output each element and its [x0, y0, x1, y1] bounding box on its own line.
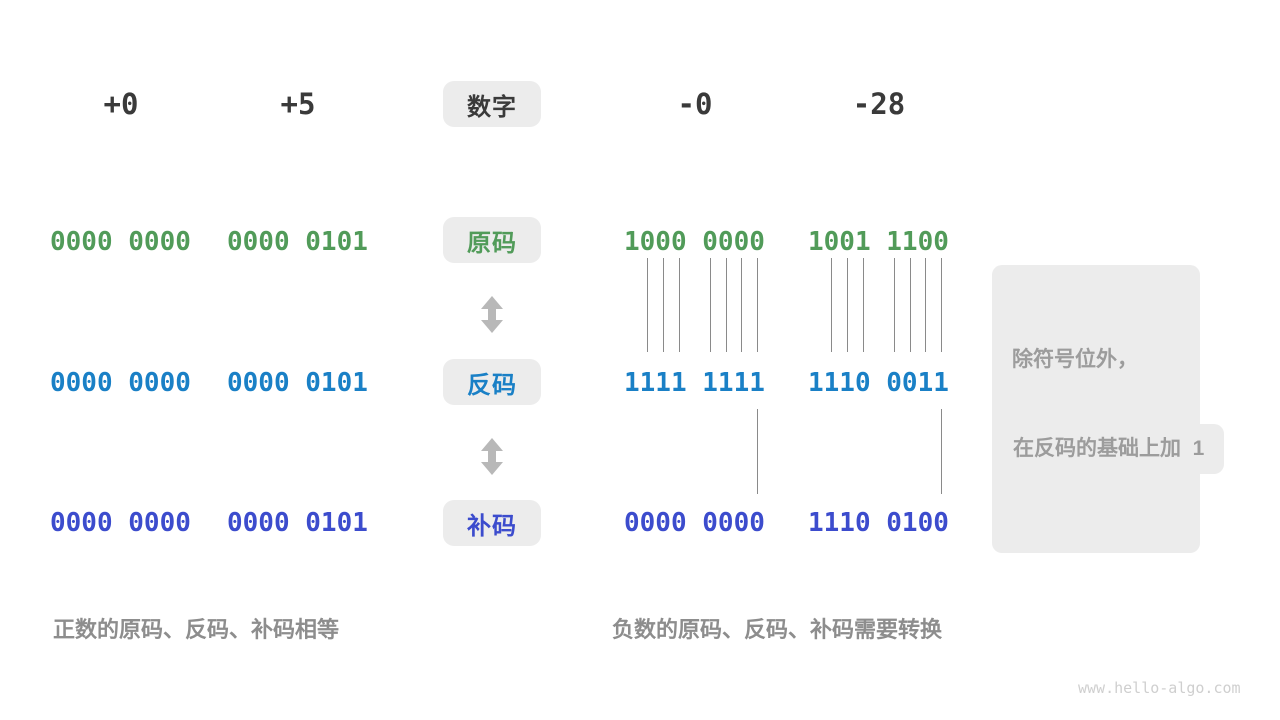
number-label-neg-zero: -0 [677, 87, 713, 121]
ones-binary-pos-zero: 0000 0000 [50, 368, 191, 398]
bit-line [725, 258, 727, 352]
badge-ones-complement: 反码 [443, 359, 541, 405]
bit-line [741, 258, 743, 352]
twos-binary-pos-zero: 0000 0000 [50, 508, 191, 538]
badge-twos-complement: 补码 [443, 500, 541, 546]
bit-line [710, 258, 712, 352]
sign-binary-neg-28: 1001 1100 [808, 227, 949, 257]
ones-binary-pos-five: 0000 0101 [227, 368, 368, 398]
badge-number: 数字 [443, 81, 541, 127]
bit-line [663, 258, 665, 352]
bit-line [647, 258, 649, 352]
twos-binary-neg-28: 1110 0100 [808, 508, 949, 538]
bit-line [757, 409, 759, 494]
add-one-line-neg-28 [808, 409, 950, 494]
bit-line [909, 258, 911, 352]
ones-binary-neg-zero: 1111 1111 [624, 368, 765, 398]
sign-binary-neg-zero: 1000 0000 [624, 227, 765, 257]
bit-line [925, 258, 927, 352]
arrow-head-up [481, 438, 503, 451]
sign-binary-pos-zero: 0000 0000 [50, 227, 191, 257]
arrow-head-down [481, 462, 503, 475]
twos-binary-neg-zero: 0000 0000 [624, 508, 765, 538]
bit-line [862, 258, 864, 352]
number-label-pos-zero: +0 [103, 87, 139, 121]
number-label-pos-five: +5 [280, 87, 316, 121]
bit-line [941, 409, 943, 494]
arrow-head-up [481, 296, 503, 309]
arrow-head-down [481, 320, 503, 333]
arrow-shaft [488, 309, 496, 320]
caption-positive-numbers: 正数的原码、反码、补码相等 [53, 617, 340, 642]
bit-flip-lines-neg-zero [624, 258, 766, 352]
bit-line [678, 258, 680, 352]
note-add-one: 在反码的基础上加 1 [993, 424, 1225, 474]
bit-line [941, 258, 943, 352]
twos-binary-pos-five: 0000 0101 [227, 508, 368, 538]
watermark-url: www.hello-algo.com [1078, 679, 1241, 697]
number-label-neg-28: -28 [852, 87, 906, 121]
add-one-line-neg-zero [624, 409, 766, 494]
note-flip-bits: 除符号位外， 对其余所有位取反 [992, 265, 1200, 553]
caption-negative-numbers: 负数的原码、反码、补码需要转换 [612, 617, 943, 642]
bit-line [831, 258, 833, 352]
bit-line [894, 258, 896, 352]
bit-flip-lines-neg-28 [808, 258, 950, 352]
bit-line [847, 258, 849, 352]
bit-line [757, 258, 759, 352]
ones-binary-neg-28: 1110 0011 [808, 368, 949, 398]
note-flip-bits-line1: 除符号位外， [1012, 348, 1138, 371]
up-down-arrow-icon [479, 438, 505, 475]
badge-sign-magnitude: 原码 [443, 217, 541, 263]
sign-binary-pos-five: 0000 0101 [227, 227, 368, 257]
up-down-arrow-icon [479, 296, 505, 333]
arrow-shaft [488, 451, 496, 462]
